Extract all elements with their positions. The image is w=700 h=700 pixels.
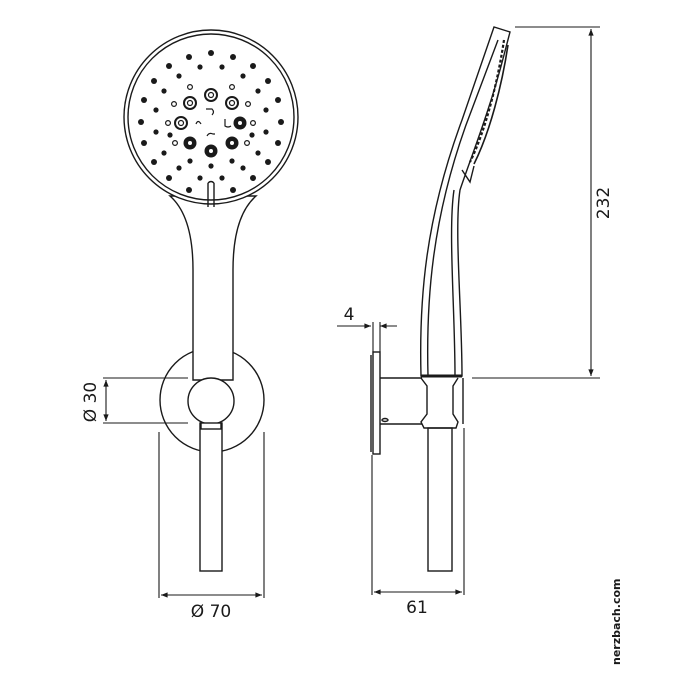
shower-head-inner	[127, 33, 295, 201]
watermark: nerzbach.com	[610, 579, 623, 666]
side-view	[370, 26, 511, 572]
dim-shower-height: 232	[594, 187, 614, 219]
shower-handle	[168, 195, 258, 381]
hose-pipe	[199, 422, 223, 572]
dim-rosette-thickness: 4	[344, 305, 355, 325]
front-dimensions	[103, 377, 265, 598]
dim-bracket-diameter: Ø 30	[81, 382, 101, 422]
front-view	[123, 29, 299, 572]
bracket-holder-side	[420, 377, 459, 429]
shower-head-outer	[123, 29, 299, 205]
dim-projection: 61	[406, 598, 428, 618]
hose-side	[427, 427, 453, 572]
rosette-plate-side	[372, 351, 381, 455]
dim-rosette-diameter: Ø 70	[191, 602, 231, 622]
spray-mode-icons	[195, 108, 232, 137]
bracket-knob	[187, 377, 235, 425]
spray-mode-nozzles	[165, 83, 257, 147]
nozzle-pattern	[138, 50, 284, 193]
side-dimensions	[337, 26, 600, 595]
